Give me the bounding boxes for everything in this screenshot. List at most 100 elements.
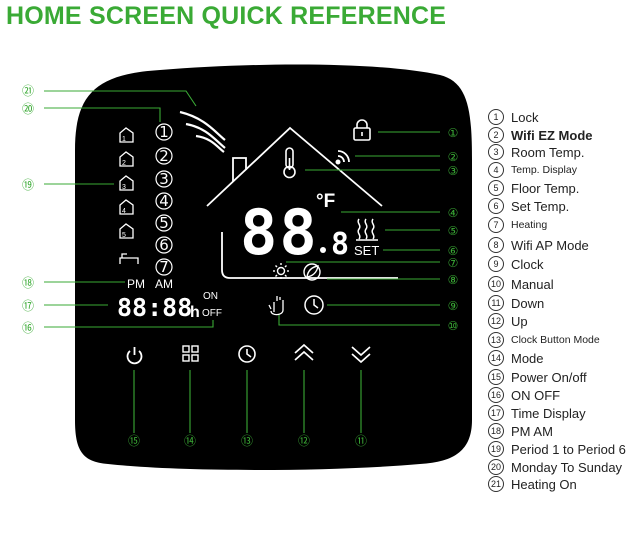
legend-label: Heating On (511, 476, 577, 492)
callout-2: ② (448, 150, 459, 164)
legend-number: 19 (488, 441, 504, 457)
callout-21: ㉑ (22, 84, 34, 98)
legend-item: 12 Up (488, 312, 528, 330)
legend-item: 15 Power On/off (488, 368, 587, 386)
legend-item: 3 Room Temp. (488, 143, 584, 161)
legend-label: PM AM (511, 423, 553, 439)
period-number: 5 (159, 214, 169, 232)
period-number: 1 (159, 123, 169, 141)
clock-icon (304, 295, 324, 315)
am-label: AM (155, 277, 173, 291)
legend-label: Clock (511, 256, 544, 272)
period-number: 7 (159, 258, 169, 276)
period-number: 2 (159, 147, 169, 165)
callout-18: ⑱ (22, 276, 34, 290)
power-icon (126, 350, 143, 365)
callout-19: ⑲ (22, 178, 34, 192)
legend-number: 17 (488, 405, 504, 421)
legend-label: Room Temp. (511, 144, 585, 160)
legend-number: 14 (488, 350, 504, 366)
legend-item: 7 Heating (488, 216, 547, 234)
wifi-icon (335, 150, 350, 165)
legend-number: 5 (488, 180, 504, 196)
period-number: 6 (159, 236, 169, 254)
legend-item: 10 Manual (488, 275, 554, 293)
legend-number: 3 (488, 144, 504, 160)
thermostat-panel (75, 64, 472, 470)
legend-label: Up (511, 313, 528, 329)
on-label: ON (203, 291, 218, 302)
legend-number: 12 (488, 313, 504, 329)
period-number: 3 (159, 170, 169, 188)
legend-item: 1 Lock (488, 108, 538, 126)
legend-number: 21 (488, 476, 504, 492)
callout-16: ⑯ (22, 321, 34, 335)
legend-label: Down (511, 295, 545, 311)
legend-number: 16 (488, 387, 504, 403)
legend-label: Time Display (511, 405, 586, 421)
up-button[interactable] (294, 343, 314, 361)
up-icon (294, 343, 314, 361)
callout-1: ① (448, 126, 459, 140)
svg-text:5: 5 (122, 232, 126, 239)
pm-label: PM (127, 277, 145, 291)
svg-text:3: 3 (122, 184, 126, 191)
legend-item: 18 PM AM (488, 422, 553, 440)
clock-button[interactable] (238, 345, 256, 363)
thermometer-icon (283, 147, 296, 179)
legend-item: 9 Clock (488, 255, 544, 273)
period-number: 4 (159, 192, 169, 210)
callout-lines (44, 90, 440, 433)
callout-8: ⑧ (448, 273, 459, 287)
callout-17: ⑰ (22, 299, 34, 313)
temp-decimal: 8 (331, 227, 349, 262)
callout-5: ⑤ (448, 224, 459, 238)
off-label: OFF (202, 308, 222, 319)
callout-11: ⑪ (355, 434, 367, 448)
legend-label: Temp. Display (511, 164, 577, 176)
legend-item: 21 Heating On (488, 475, 577, 493)
legend-item: 11 Down (488, 294, 544, 312)
legend-item: 16 ON OFF (488, 386, 560, 404)
legend-label: Floor Temp. (511, 180, 580, 196)
house-outline (206, 126, 383, 207)
legend-label: Power On/off (511, 369, 587, 385)
heating-icon (356, 218, 378, 241)
legend-number: 10 (488, 276, 504, 292)
legend-number: 2 (488, 127, 504, 143)
time-display: 88:88 (117, 293, 192, 322)
callout-12: ⑫ (298, 434, 310, 448)
legend-number: 15 (488, 369, 504, 385)
legend-label: Set Temp. (511, 198, 570, 214)
legend-label: Monday To Sunday (511, 459, 623, 475)
legend-label: Wifi AP Mode (511, 237, 589, 253)
legend-item: 20 Monday To Sunday (488, 458, 622, 476)
down-button[interactable] (351, 346, 371, 364)
legend-label: Wifi EZ Mode (511, 127, 593, 143)
legend-number: 18 (488, 423, 504, 439)
legend-item: 2 Wifi EZ Mode (488, 126, 593, 144)
legend-label: ON OFF (511, 387, 561, 403)
legend-number: 9 (488, 256, 504, 272)
temp-display: 88 (240, 196, 319, 269)
legend-label: Clock Button Mode (511, 334, 600, 346)
legend-item: 13 Clock Button Mode (488, 331, 600, 349)
legend-number: 20 (488, 459, 504, 475)
legend-label: Manual (511, 276, 554, 292)
power-button[interactable] (126, 347, 143, 365)
legend-item: 17 Time Display (488, 404, 586, 422)
legend-item: 14 Mode (488, 349, 544, 367)
callout-6: ⑥ (448, 244, 459, 258)
legend-number: 6 (488, 198, 504, 214)
temp-unit: °F (316, 191, 335, 212)
sun-icon (273, 263, 289, 279)
time-unit: h (190, 304, 200, 321)
mode-button[interactable] (182, 345, 199, 362)
set-label: SET (354, 243, 379, 258)
legend-item: 4 Temp. Display (488, 161, 577, 179)
svg-text:2: 2 (122, 160, 126, 167)
page-title: HOME SCREEN QUICK REFERENCE (6, 2, 447, 30)
callout-13: ⑬ (241, 434, 253, 448)
leaf-icon (303, 263, 321, 281)
lock-icon (353, 119, 371, 141)
